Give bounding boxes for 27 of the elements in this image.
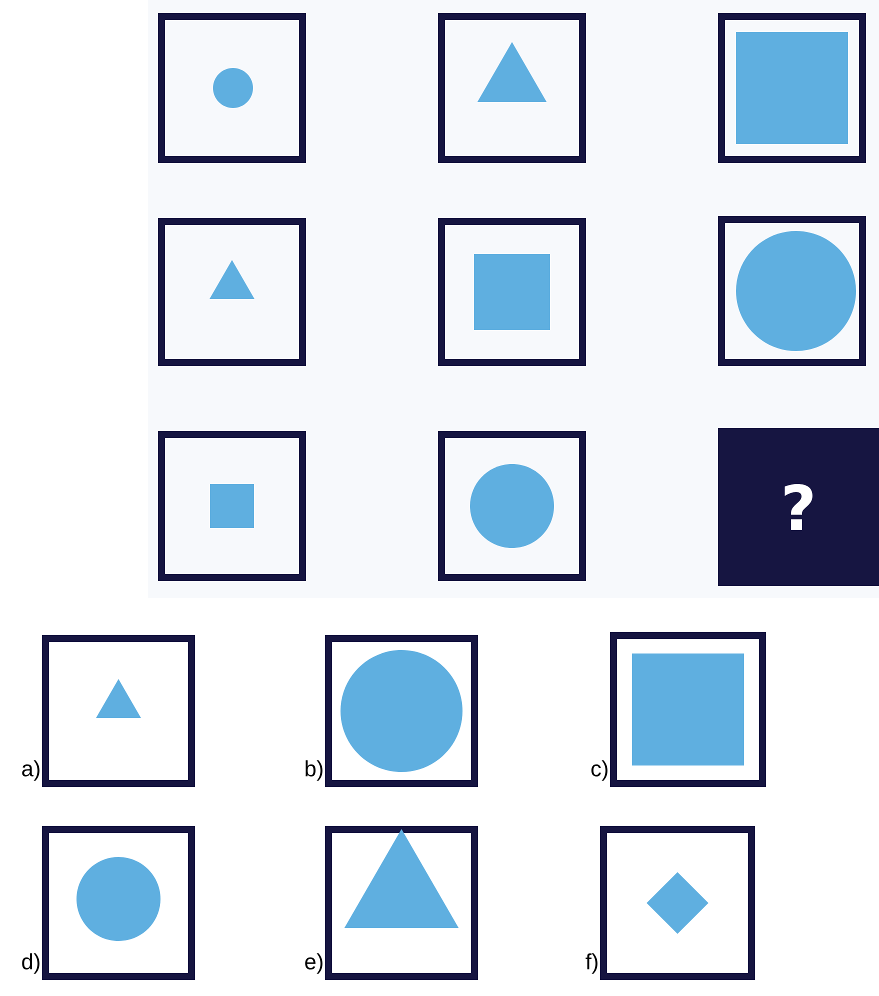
- triangle-shape: [477, 42, 547, 102]
- triangle-shape: [344, 829, 459, 928]
- circle-shape: [470, 464, 554, 548]
- option-label: b): [306, 760, 322, 781]
- triangle-shape: [209, 260, 255, 299]
- tile-frame: [158, 431, 306, 581]
- circle-shape: [76, 857, 160, 941]
- tile-frame: [158, 13, 306, 163]
- square-shape: [210, 484, 254, 528]
- tile-frame: [158, 218, 306, 366]
- circle-shape: [736, 231, 856, 351]
- option-label: c): [591, 760, 608, 781]
- square-shape: [474, 254, 550, 330]
- circle-shape: [340, 650, 462, 772]
- option-label: f): [586, 953, 598, 974]
- square-shape: [736, 32, 848, 144]
- tile-frame: [438, 13, 586, 163]
- option-label: e): [305, 953, 322, 974]
- circle-shape: [213, 68, 253, 108]
- question-tile: ?: [718, 428, 879, 586]
- square-shape: [632, 654, 744, 766]
- triangle-shape: [96, 679, 142, 718]
- tile-frame: [600, 826, 755, 980]
- option-label: a): [22, 760, 40, 781]
- tile-frame: [42, 635, 195, 787]
- diamond-shape: [646, 872, 708, 934]
- option-label: d): [22, 953, 40, 974]
